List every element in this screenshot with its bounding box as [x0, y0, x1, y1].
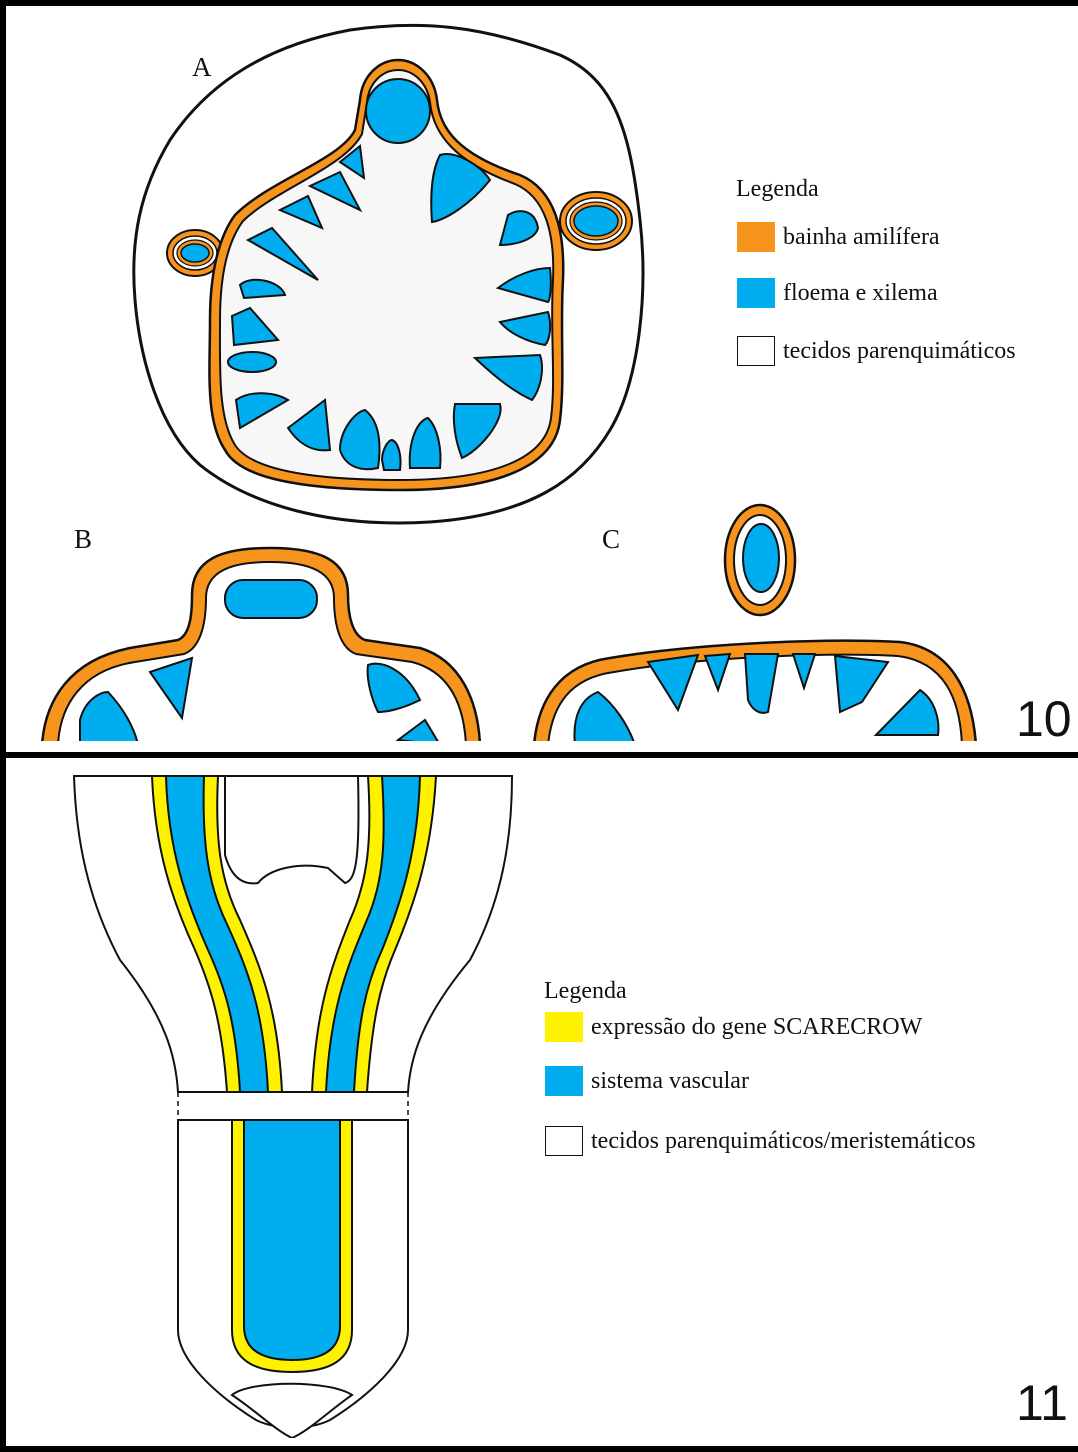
bundle-c-detached — [725, 505, 795, 615]
legend-11-item: expressão do gene SCARECROW — [545, 1012, 922, 1042]
figure-number-11: 11 — [1016, 1378, 1068, 1428]
panel-label-b: B — [74, 526, 92, 553]
legend-11-label: expressão do gene SCARECROW — [591, 1014, 922, 1041]
figure-10-drawing — [0, 0, 1078, 758]
white-swatch — [737, 336, 775, 366]
vascular-bundle — [228, 352, 276, 372]
legend-10-label: bainha amilífera — [783, 224, 940, 251]
legend-11-item: tecidos parenquimáticos/meristemáticos — [545, 1126, 976, 1156]
legend-11-title: Legenda — [544, 978, 627, 1005]
figure-number-10: 10 — [1016, 694, 1072, 744]
legend-10-item: floema e xilema — [737, 278, 938, 308]
blue-swatch — [737, 278, 775, 308]
legend-10-item: tecidos parenquimáticos — [737, 336, 1016, 366]
vascular-bundle — [366, 79, 430, 143]
lateral-bundle-right — [560, 192, 632, 250]
legend-11-item: sistema vascular — [545, 1066, 749, 1096]
figure-11-drawing — [0, 758, 1078, 1438]
root-central-notch — [225, 776, 358, 883]
orange-swatch — [737, 222, 775, 252]
legend-10-item: bainha amilífera — [737, 222, 940, 252]
legend-10-title: Legenda — [736, 176, 819, 203]
legend-11-label: sistema vascular — [591, 1068, 749, 1095]
vascular-core — [244, 1120, 340, 1360]
legend-10-label: tecidos parenquimáticos — [783, 338, 1016, 365]
yellow-swatch — [545, 1012, 583, 1042]
white-swatch — [545, 1126, 583, 1156]
blue-swatch — [545, 1066, 583, 1096]
legend-11-label: tecidos parenquimáticos/meristemáticos — [591, 1128, 976, 1155]
panel-label-c: C — [602, 526, 620, 553]
legend-10-label: floema e xilema — [783, 280, 938, 307]
panel-label-a: A — [192, 54, 212, 81]
vascular-bundle — [225, 580, 317, 618]
